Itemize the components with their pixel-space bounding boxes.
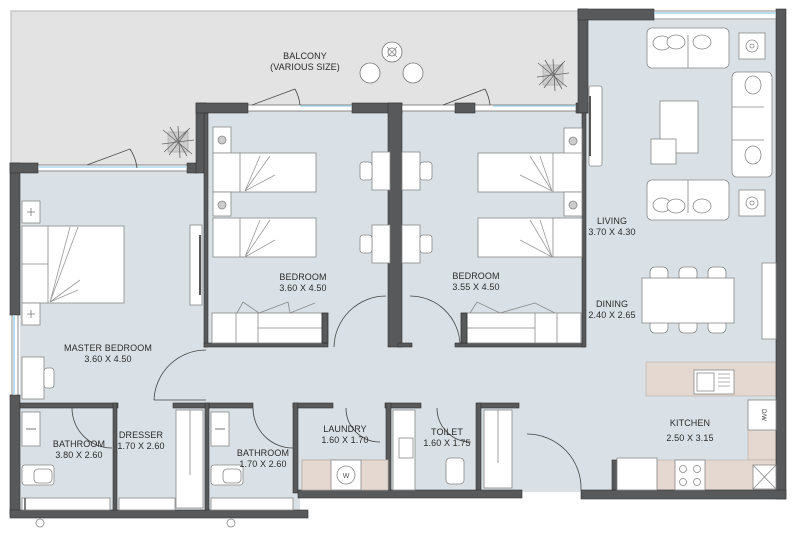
room-size: 3.55 X 4.50 [452,282,500,292]
room-name: DINING [595,299,629,309]
bedroom-2-furniture [401,127,583,344]
room-size: 1.70 X 2.60 [239,459,287,469]
room-label-laundry: LAUNDRY 1.60 X 1.70 [321,424,368,446]
room-size: (VARIOUS SIZE) [270,62,340,72]
room-label-bedroom-1: BEDROOM 3.60 X 4.50 [279,272,326,294]
room-label-master-bedroom: MASTER BEDROOM 3.60 X 4.50 [64,343,152,365]
room-name: KITCHEN [669,418,711,428]
room-name: BALCONY [283,51,327,61]
door-swings [71,88,582,491]
bathroom-fixtures [21,409,513,528]
room-label-bathroom-2: BATHROOM 1.70 X 2.60 [237,448,289,470]
plant-icons [161,58,570,159]
room-label-living: LIVING 3.70 X 4.30 [588,216,635,238]
room-size: 3.60 X 4.50 [84,354,132,364]
room-name: LIVING [596,216,628,226]
living-furniture [588,27,773,221]
room-size: 1.70 X 2.60 [117,441,165,451]
room-label-bathroom-1: BATHROOM 3.80 X 2.60 [53,439,105,461]
room-label-balcony: BALCONY (VARIOUS SIZE) [270,51,340,73]
room-label-dresser: DRESSER 1.70 X 2.60 [117,430,164,452]
room-label-kitchen: KITCHEN 2.50 X 3.15 [666,418,713,444]
room-name: BATHROOM [52,439,106,449]
room-size: 1.60 X 1.75 [423,438,471,448]
walls [9,8,787,519]
dishwasher-label: D/W [760,409,766,421]
room-name: TOILET [431,427,463,437]
room-name: LAUNDRY [323,424,367,434]
room-label-dining: DINING 2.40 X 2.65 [588,299,635,321]
room-size: 2.50 X 3.15 [666,433,714,443]
room-label-toilet: TOILET 1.60 X 1.75 [423,427,470,449]
room-name: BEDROOM [279,272,327,282]
room-name: DRESSER [118,430,164,440]
room-name: BEDROOM [452,271,500,281]
room-size: 2.40 X 2.65 [588,310,636,320]
room-size: 1.60 X 1.70 [321,435,369,445]
room-name: BATHROOM [236,448,290,458]
room-size: 3.80 X 2.60 [55,450,103,460]
room-size: 3.60 X 4.50 [279,283,327,293]
dining-furniture [641,262,777,340]
bedroom-1-furniture [211,126,391,344]
room-size: 3.70 X 4.30 [588,227,636,237]
room-name: MASTER BEDROOM [64,343,152,353]
balcony-table-chairs [359,41,424,84]
master-bedroom-furniture [21,200,203,400]
kitchen-fixtures [616,369,777,491]
room-label-bedroom-2: BEDROOM 3.55 X 4.50 [452,271,499,293]
washer-label: W [343,473,350,480]
